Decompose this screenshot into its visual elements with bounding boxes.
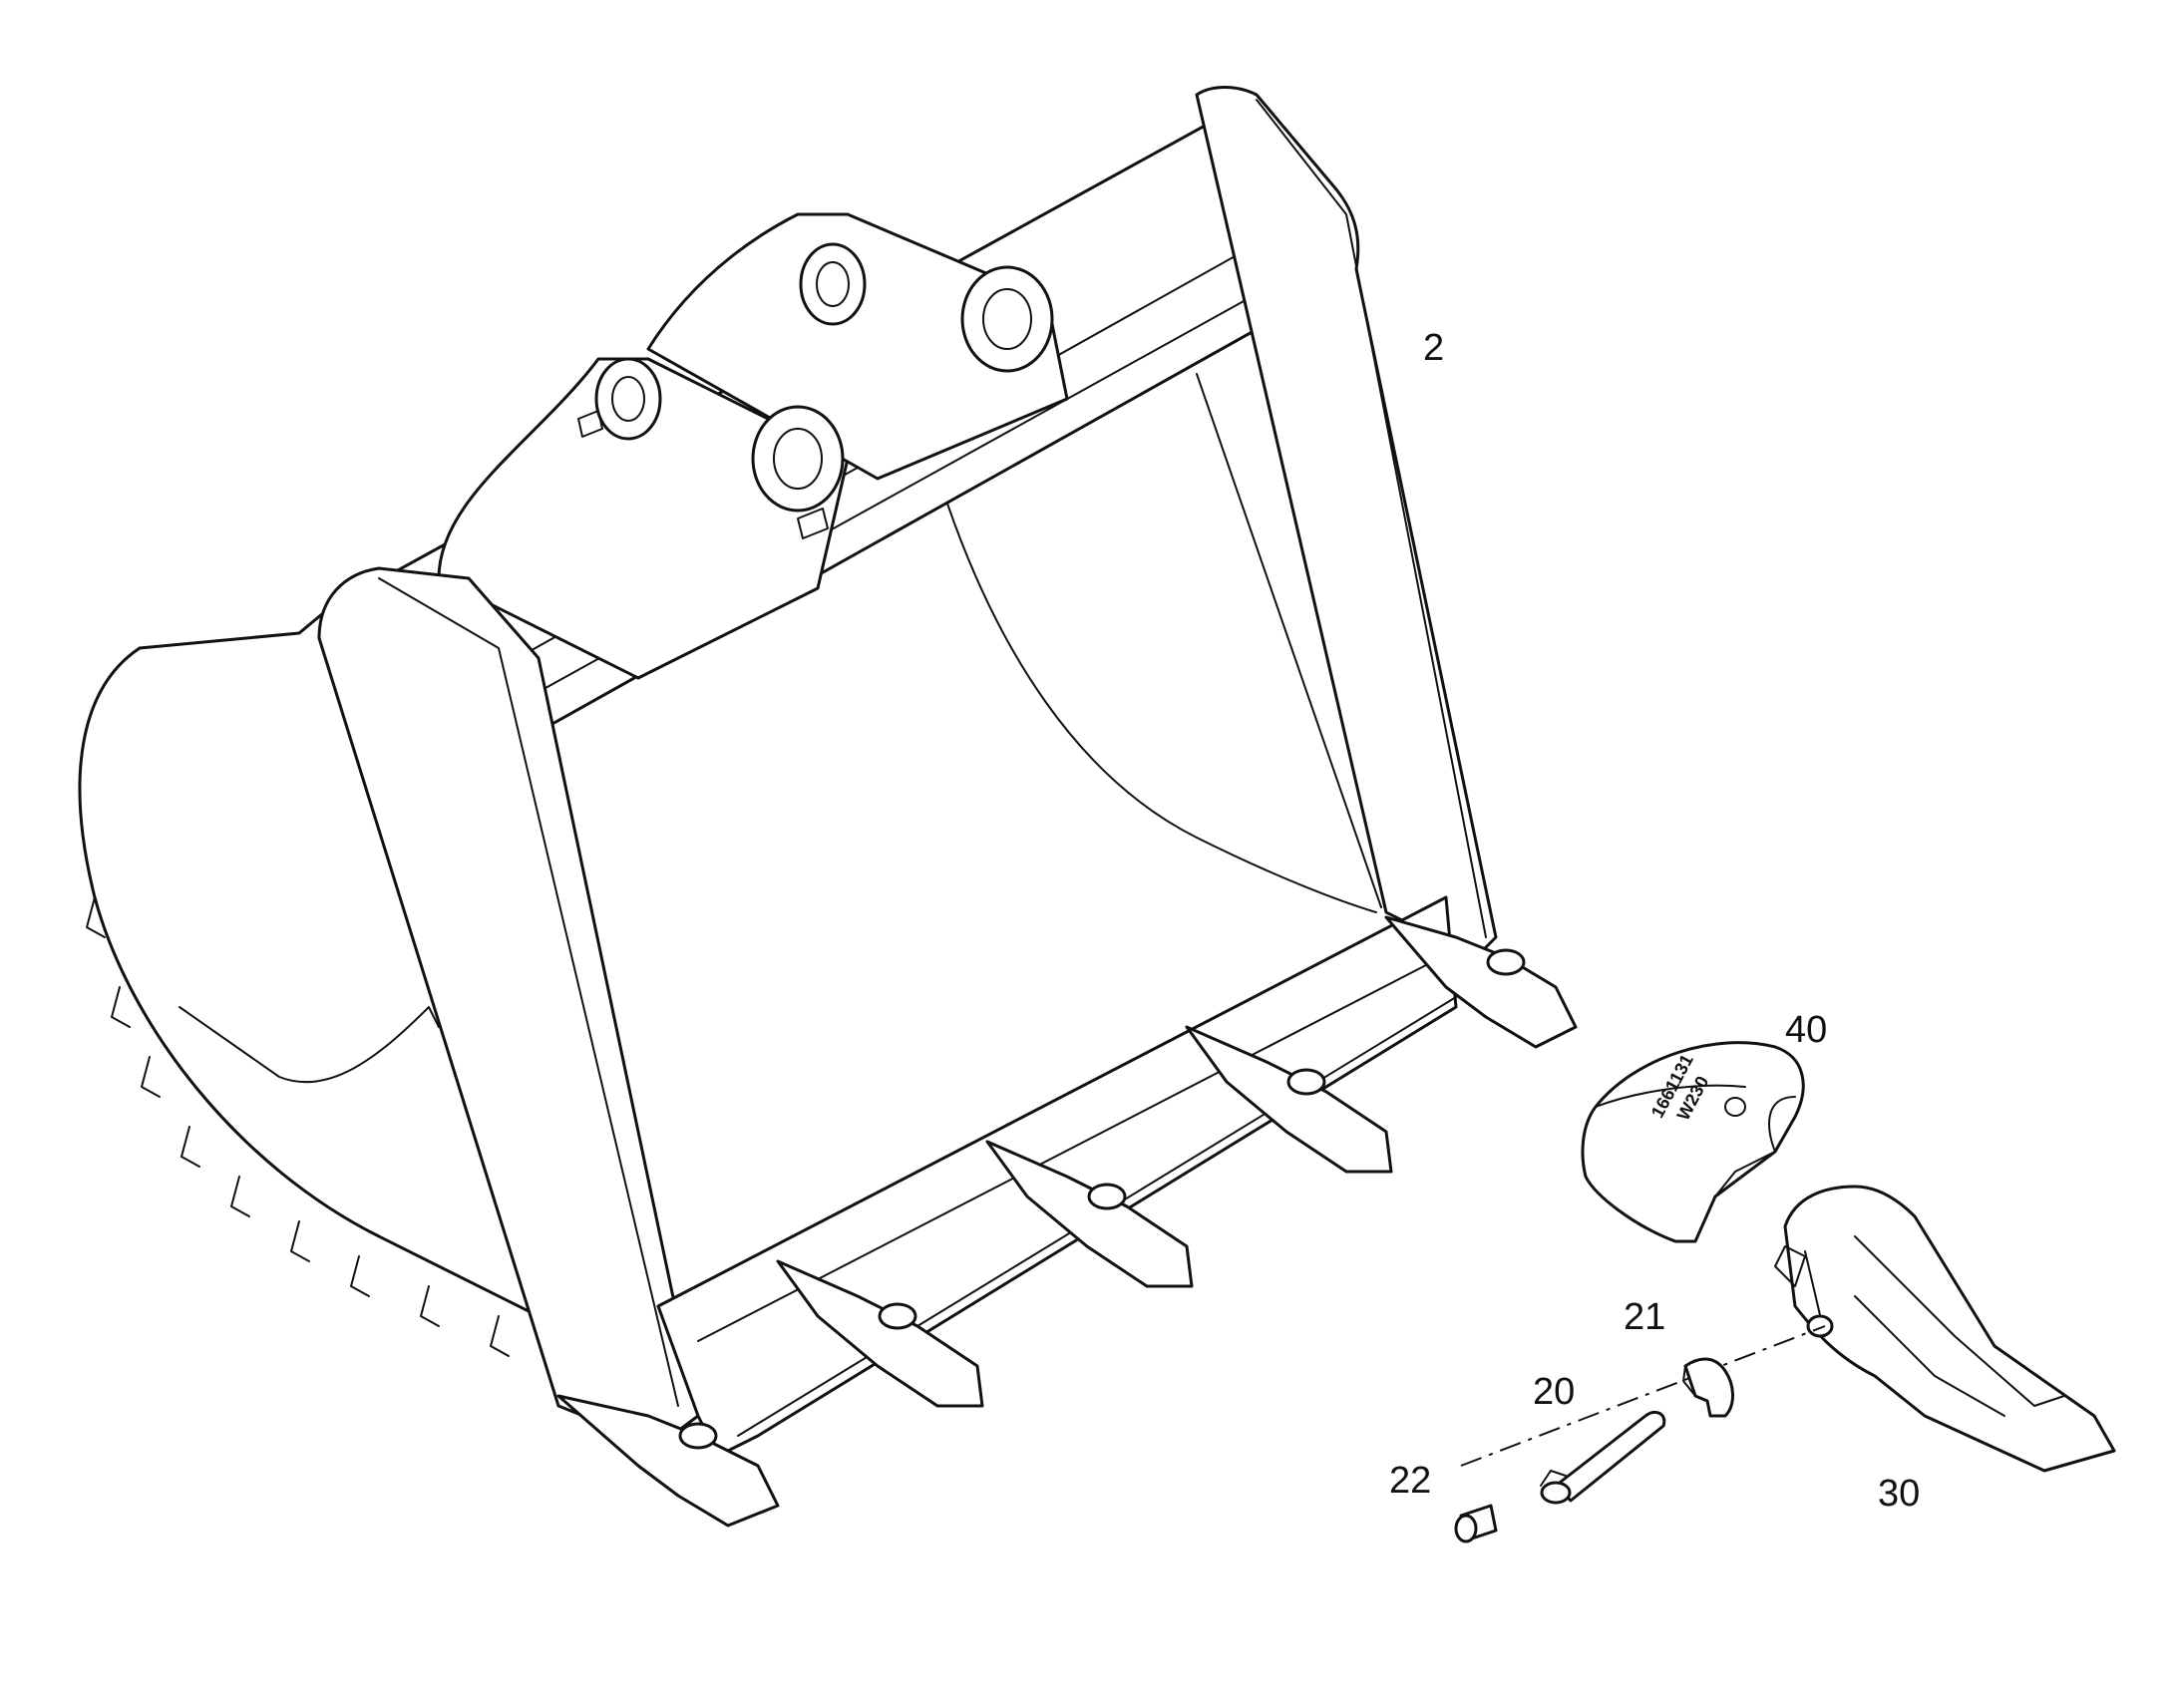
lock-washer <box>1682 1357 1734 1418</box>
bucket-side-curve <box>179 1006 440 1084</box>
callout-tooth: 30 <box>1878 1473 1920 1515</box>
bucket-mount-ears <box>437 212 1069 680</box>
callout-cap: 40 <box>1785 1009 1827 1051</box>
excavator-bucket <box>78 86 1578 1528</box>
replacement-tooth <box>1774 1185 2116 1473</box>
assembly-centerline <box>1460 1325 1826 1467</box>
retainer-pin <box>1540 1410 1666 1505</box>
retainer-plug <box>1454 1504 1498 1543</box>
callout-lock-washer: 21 <box>1624 1296 1665 1338</box>
bucket-floor-curve <box>946 503 1377 913</box>
bucket-back-wall <box>78 646 580 1388</box>
bucket-left-side-plate <box>317 566 700 1448</box>
callout-pin: 20 <box>1533 1371 1575 1413</box>
bucket-wear-strips <box>86 896 510 1357</box>
bucket-teeth <box>556 915 1578 1528</box>
callout-bucket: 2 <box>1423 327 1444 369</box>
callout-plug: 22 <box>1389 1460 1431 1502</box>
tooth-cap <box>1581 1041 1805 1243</box>
